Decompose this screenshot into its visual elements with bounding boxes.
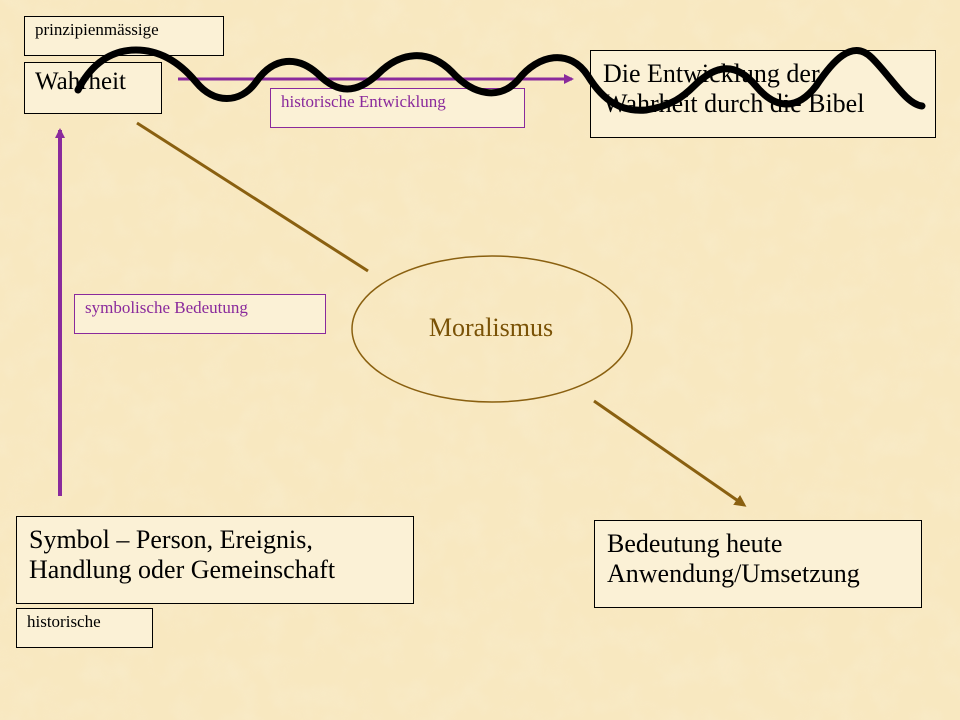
symbol-line-2: Handlung oder Gemeinschaft: [29, 554, 336, 584]
historische-entwicklung-label: historische Entwicklung: [270, 88, 525, 128]
entwicklung-der-wahrheit-box: Die Entwicklung der Wahrheit durch die B…: [590, 50, 936, 138]
moralismus-label: Moralismus: [428, 313, 554, 342]
prinzipienmaessige-label: prinzipienmässige: [24, 16, 224, 56]
symbol-box: Symbol – Person, Ereignis, Handlung oder…: [16, 516, 414, 604]
bedeutung-heute-box: Bedeutung heute Anwendung/Umsetzung: [594, 520, 922, 608]
symbolische-bedeutung-label: symbolische Bedeutung: [74, 294, 326, 334]
symbol-line-1: Symbol – Person, Ereignis,: [29, 525, 313, 554]
entwicklung-line-1: Die Entwicklung der: [603, 59, 820, 88]
bedeutung-line-1: Bedeutung heute: [607, 529, 783, 558]
entwicklung-line-2: Wahrheit durch die Bibel: [603, 88, 865, 118]
bedeutung-line-2: Anwendung/Umsetzung: [607, 558, 860, 588]
wahrheit-box: Wahrheit: [24, 62, 162, 114]
historische-label: historische: [16, 608, 153, 648]
